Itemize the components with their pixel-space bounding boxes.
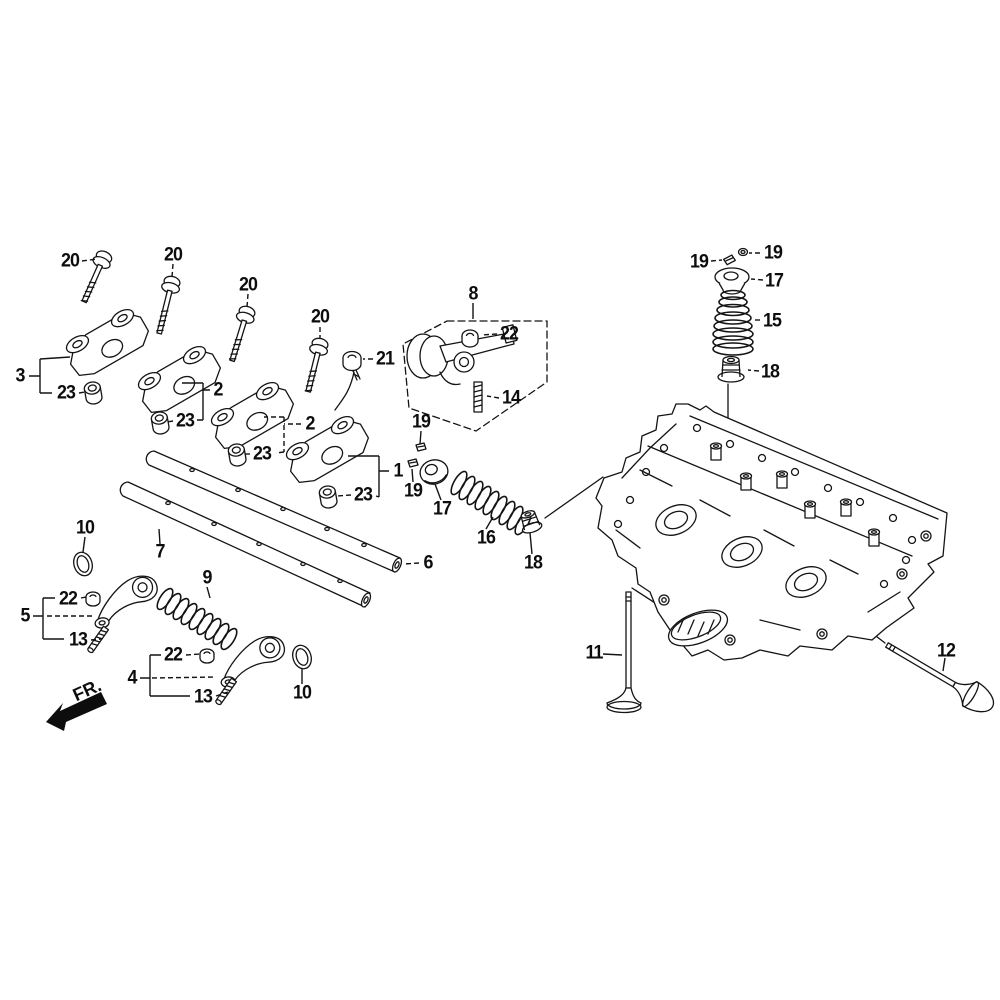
head-rib-lines xyxy=(615,469,901,631)
rocker-shaft-6 xyxy=(145,450,403,573)
callout-15: 15 xyxy=(763,310,782,332)
valve-11 xyxy=(606,591,642,714)
head-side-window xyxy=(667,609,729,647)
bushing-icon xyxy=(227,443,247,467)
nut-22-arm5 xyxy=(85,591,101,607)
callout-4: 4 xyxy=(127,667,137,689)
callout-2: 2 xyxy=(305,413,315,435)
callout-13: 13 xyxy=(194,686,213,708)
valve-cotter-19-mid-a xyxy=(415,442,427,452)
bolt-icon xyxy=(228,305,256,363)
callout-9: 9 xyxy=(202,567,212,589)
callout-11: 11 xyxy=(585,642,603,664)
valve-12 xyxy=(885,642,995,713)
callout-12: 12 xyxy=(937,640,956,662)
valve-cotter-19-tr-a xyxy=(723,254,736,266)
callout-23: 23 xyxy=(57,382,76,404)
holder-a xyxy=(65,308,150,377)
o-ring-10-left xyxy=(73,551,93,577)
holder-c xyxy=(210,381,295,450)
holder-d xyxy=(285,415,370,484)
callout-2: 2 xyxy=(213,379,223,401)
callout-20: 20 xyxy=(61,250,80,272)
callout-19: 19 xyxy=(404,480,423,502)
callout-17: 17 xyxy=(765,270,784,292)
valve-guides xyxy=(709,442,881,547)
stem-seal-18-tr xyxy=(717,355,745,383)
callout-3: 3 xyxy=(15,365,25,387)
callout-18: 18 xyxy=(761,361,780,383)
rocker-spring-9 xyxy=(156,587,238,651)
callout-20: 20 xyxy=(164,244,183,266)
cylinder-head xyxy=(595,403,948,661)
holder-b xyxy=(137,345,222,414)
callout-1: 1 xyxy=(393,460,403,482)
screw-13-arm4 xyxy=(215,677,238,706)
bushing-icon xyxy=(150,411,170,435)
stem-seal-18-mid xyxy=(520,510,543,534)
fr-arrow-icon xyxy=(46,692,107,731)
callout-10: 10 xyxy=(76,517,95,539)
bushing-icon xyxy=(83,381,103,405)
screw-13-arm5 xyxy=(87,625,110,654)
callout-10: 10 xyxy=(293,682,312,704)
valve-cotter-19-tr-b xyxy=(737,247,749,257)
head-bolt-holes xyxy=(613,423,917,589)
callout-22: 22 xyxy=(500,323,519,345)
callout-6: 6 xyxy=(423,552,433,574)
callout-20: 20 xyxy=(311,306,330,328)
callout-19: 19 xyxy=(690,251,709,273)
head-bosses xyxy=(658,530,932,646)
rocker-arm-4 xyxy=(220,636,286,688)
callout-23: 23 xyxy=(176,410,195,432)
callout-8: 8 xyxy=(468,283,478,305)
callout-21: 21 xyxy=(376,348,395,370)
holder-bolts-20 xyxy=(80,250,329,393)
o-ring-10-right xyxy=(292,644,312,670)
bushing-icon xyxy=(318,485,338,509)
spring-retainer-17-mid xyxy=(419,459,449,485)
valve-spring-15 xyxy=(712,289,754,356)
callout-23: 23 xyxy=(354,484,373,506)
callout-17: 17 xyxy=(433,498,452,520)
callout-19: 19 xyxy=(412,411,431,433)
callout-13: 13 xyxy=(69,629,88,651)
nut-22-icon xyxy=(461,329,479,348)
rocker-arm-holders xyxy=(65,308,370,484)
leader-lines xyxy=(29,252,946,697)
callout-7: 7 xyxy=(155,541,165,563)
head-bores xyxy=(655,504,827,598)
lock-nut-21 xyxy=(342,350,362,381)
bolt-icon xyxy=(156,275,181,335)
bolt-icon xyxy=(80,250,113,304)
nut-22-arm4 xyxy=(199,648,215,664)
callout-14: 14 xyxy=(502,387,521,409)
callout-19: 19 xyxy=(764,242,783,264)
callout-22: 22 xyxy=(164,644,183,666)
valve-spring-16 xyxy=(450,470,532,536)
dowel-bushings-23 xyxy=(83,381,338,509)
callout-22: 22 xyxy=(59,588,78,610)
rocker-shaft-7 xyxy=(119,481,372,608)
callout-5: 5 xyxy=(20,605,30,627)
callout-23: 23 xyxy=(253,443,272,465)
callout-20: 20 xyxy=(239,274,258,296)
callout-18: 18 xyxy=(524,552,543,574)
kit-box-8 xyxy=(402,320,548,432)
bolt-icon xyxy=(304,337,329,393)
rocker-assembly-8 xyxy=(406,324,518,386)
callout-16: 16 xyxy=(477,527,496,549)
valve-cotter-19-mid-b xyxy=(407,458,419,468)
adjusting-screw-14-icon xyxy=(473,381,483,413)
